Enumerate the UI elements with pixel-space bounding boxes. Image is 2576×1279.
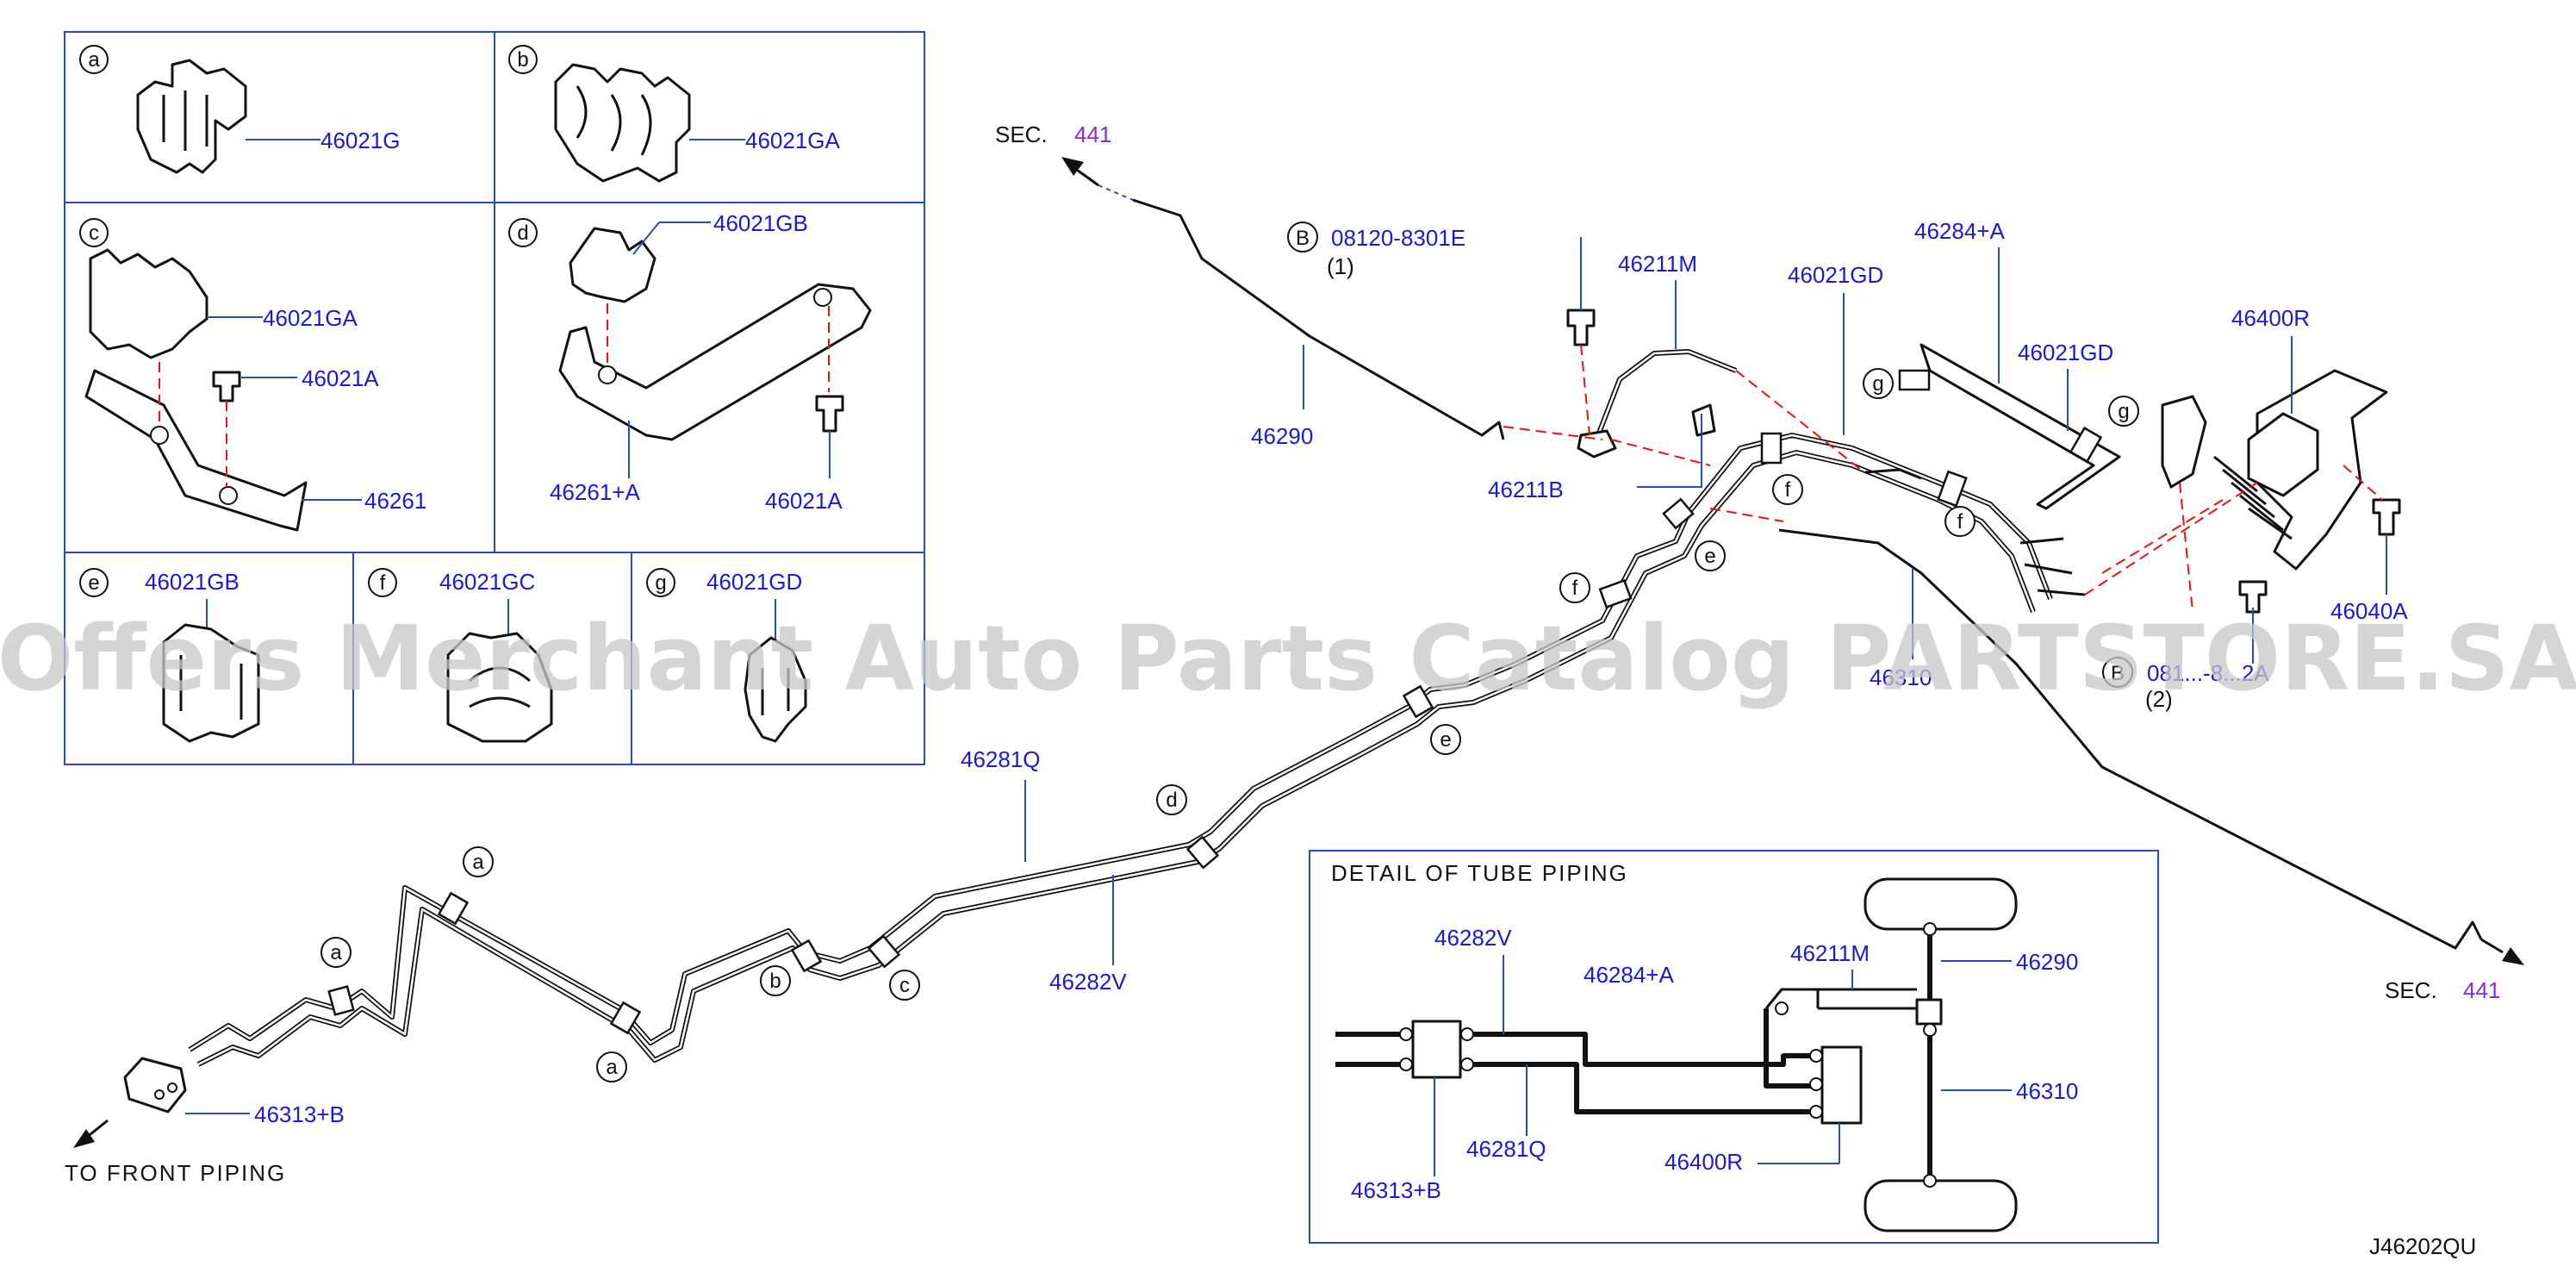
label-46211M[interactable]: 46211M [1618,251,1697,277]
marker-f: f [1785,478,1791,502]
label-46290[interactable]: 46290 [1251,423,1313,449]
marker-g: g [1872,372,1883,396]
detail-title: DETAIL OF TUBE PIPING [1331,860,1628,886]
label-46282V[interactable]: 46282V [1049,969,1127,995]
bolt-right-letter: B [2111,662,2125,685]
label-46021GA-c: 46021GA [263,305,358,331]
panel-d: d 46021GB 46261+A 46021A [508,210,872,514]
panel-e-letter: e [88,571,99,595]
label-46021GA: 46021GA [745,128,841,153]
detail-label-46211M: 46211M [1790,940,1870,966]
label-46261: 46261 [364,488,426,514]
detail-label-46284A: 46284+A [1584,962,1674,988]
panel-c-letter: c [89,221,99,245]
sec-top-number[interactable]: 441 [1074,122,1111,147]
label-bolt-right[interactable]: 081...-8...2A [2147,660,2269,686]
label-46021GB-e: 46021GB [145,569,240,595]
to-front-piping: TO FRONT PIPING [65,1160,286,1186]
panel-g: g 46021GD [646,568,807,743]
bolt-right-qty: (2) [2145,686,2173,712]
marker-f: f [1572,577,1578,600]
marker-a: a [472,851,484,874]
marker-g: g [2118,400,2129,423]
label-46313B[interactable]: 46313+B [254,1101,345,1127]
label-46040A[interactable]: 46040A [2330,598,2408,624]
marker-e: e [1704,545,1715,568]
label-46211B[interactable]: 46211B [1488,477,1564,502]
label-46281Q[interactable]: 46281Q [961,746,1041,772]
panel-g-letter: g [655,571,666,595]
label-46310[interactable]: 46310 [1870,664,1932,690]
panel-a-letter: a [88,48,100,72]
bolt-top-letter: B [1296,227,1310,250]
panel-b: b 46021GA [508,45,841,183]
label-46021GC: 46021GC [439,569,535,595]
main-piping [73,157,2524,1148]
marker-e: e [1440,728,1451,752]
panel-e: e 46021GB [79,568,260,743]
panel-f-letter: f [380,571,386,595]
panel-b-letter: b [517,48,528,72]
detail-label-46400R: 46400R [1664,1149,1743,1175]
panel-f: f 46021GC [368,568,553,743]
watermark-text: Offers Merchant Auto Parts Catalog PARTS… [0,606,2576,711]
marker-b: b [769,970,781,993]
panel-c: c 46021GA 46021A 46261 [79,218,426,532]
label-46021A-c: 46021A [302,365,379,391]
detail-label-46290: 46290 [2016,949,2078,975]
sec-bottom-label: SEC. [2385,977,2437,1003]
marker-c: c [899,974,910,997]
label-08120-8301E[interactable]: 08120-8301E [1331,225,1465,251]
marker-d: d [1166,789,1177,812]
callouts: SEC. 441 SEC. 441 B 08120-8301E (1) B 08… [65,122,2500,1186]
detail-label-46313B: 46313+B [1351,1177,1441,1203]
marker-a: a [330,941,342,964]
sec-bottom-number[interactable]: 441 [2463,977,2500,1003]
label-46021A-d: 46021A [765,488,843,514]
marker-f: f [1957,510,1963,533]
label-46021GB-d: 46021GB [713,210,808,236]
detail-tube-piping: DETAIL OF TUBE PIPING 46282V 46284+A 462… [1309,850,2159,1244]
diagram-code: J46202QU [2369,1233,2476,1259]
panel-d-letter: d [517,221,528,245]
label-46021GD-right[interactable]: 46021GD [2018,340,2113,365]
label-46021GD-g: 46021GD [706,569,802,595]
detail-label-46310: 46310 [2016,1078,2078,1104]
sec-top-label: SEC. [995,122,1048,147]
panel-a: a 46021G [79,45,401,174]
label-46021G: 46021G [320,128,401,153]
bolt-top-qty: (1) [1327,253,1354,279]
detail-label-46282V: 46282V [1434,925,1512,951]
clip-markers: a a a b c d e e f f f g g [320,368,2139,1082]
label-46021GD-top[interactable]: 46021GD [1788,262,1883,288]
label-46284A[interactable]: 46284+A [1914,218,2005,244]
label-46400R[interactable]: 46400R [2231,305,2310,331]
label-46261A: 46261+A [550,479,640,505]
inset-panels: a 46021G b 46021GA c [64,31,925,765]
marker-a: a [606,1056,618,1079]
detail-label-46281Q: 46281Q [1466,1136,1546,1162]
